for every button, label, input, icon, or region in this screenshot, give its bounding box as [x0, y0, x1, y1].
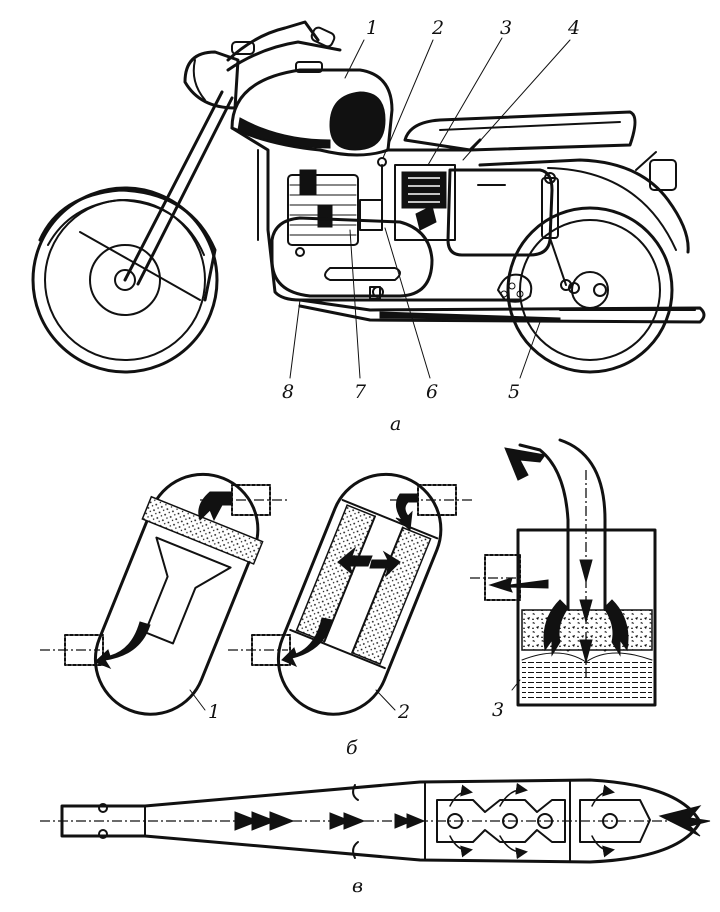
rear-fender	[478, 151, 690, 254]
air-filters-view: 1 2	[40, 438, 657, 759]
seat	[403, 110, 637, 152]
callout-7: 7	[354, 381, 367, 403]
filter-2-callout: 2	[397, 701, 410, 723]
rear-wheel	[506, 206, 674, 374]
handlebar	[226, 20, 342, 72]
swingarm-plate	[497, 273, 533, 303]
callout-1: 1	[366, 17, 378, 39]
panel-label-b: б	[346, 737, 358, 759]
callout-8: 8	[282, 381, 294, 403]
filter-3: 3	[470, 438, 657, 721]
panel-label-v: в	[352, 875, 363, 897]
rear-shock	[541, 172, 572, 291]
side-cover	[446, 168, 554, 257]
callout-4: 4	[567, 17, 580, 39]
callout-3: 3	[500, 17, 512, 39]
air-filter-box	[394, 164, 456, 241]
carburetor	[359, 157, 387, 231]
engine	[270, 169, 434, 298]
filter-1: 1	[40, 472, 290, 723]
headlight	[183, 50, 240, 110]
fuel-tank	[230, 61, 394, 157]
front-wheel	[31, 186, 219, 374]
callout-6: 6	[426, 381, 438, 403]
filter-3-callout: 3	[492, 699, 504, 721]
motorcycle-view: 1 2 3 4 5 6 7 8 а	[31, 17, 706, 435]
panel-label-a: а	[390, 413, 401, 435]
exhaust-system-view: в	[40, 778, 711, 897]
exhaust-muffler	[298, 286, 706, 324]
callout-5: 5	[508, 381, 520, 403]
callout-leaders	[289, 37, 571, 379]
callout-2: 2	[431, 17, 444, 39]
filter-2: 2	[228, 472, 475, 723]
filter-1-callout: 1	[208, 701, 220, 723]
front-fork	[79, 90, 234, 301]
